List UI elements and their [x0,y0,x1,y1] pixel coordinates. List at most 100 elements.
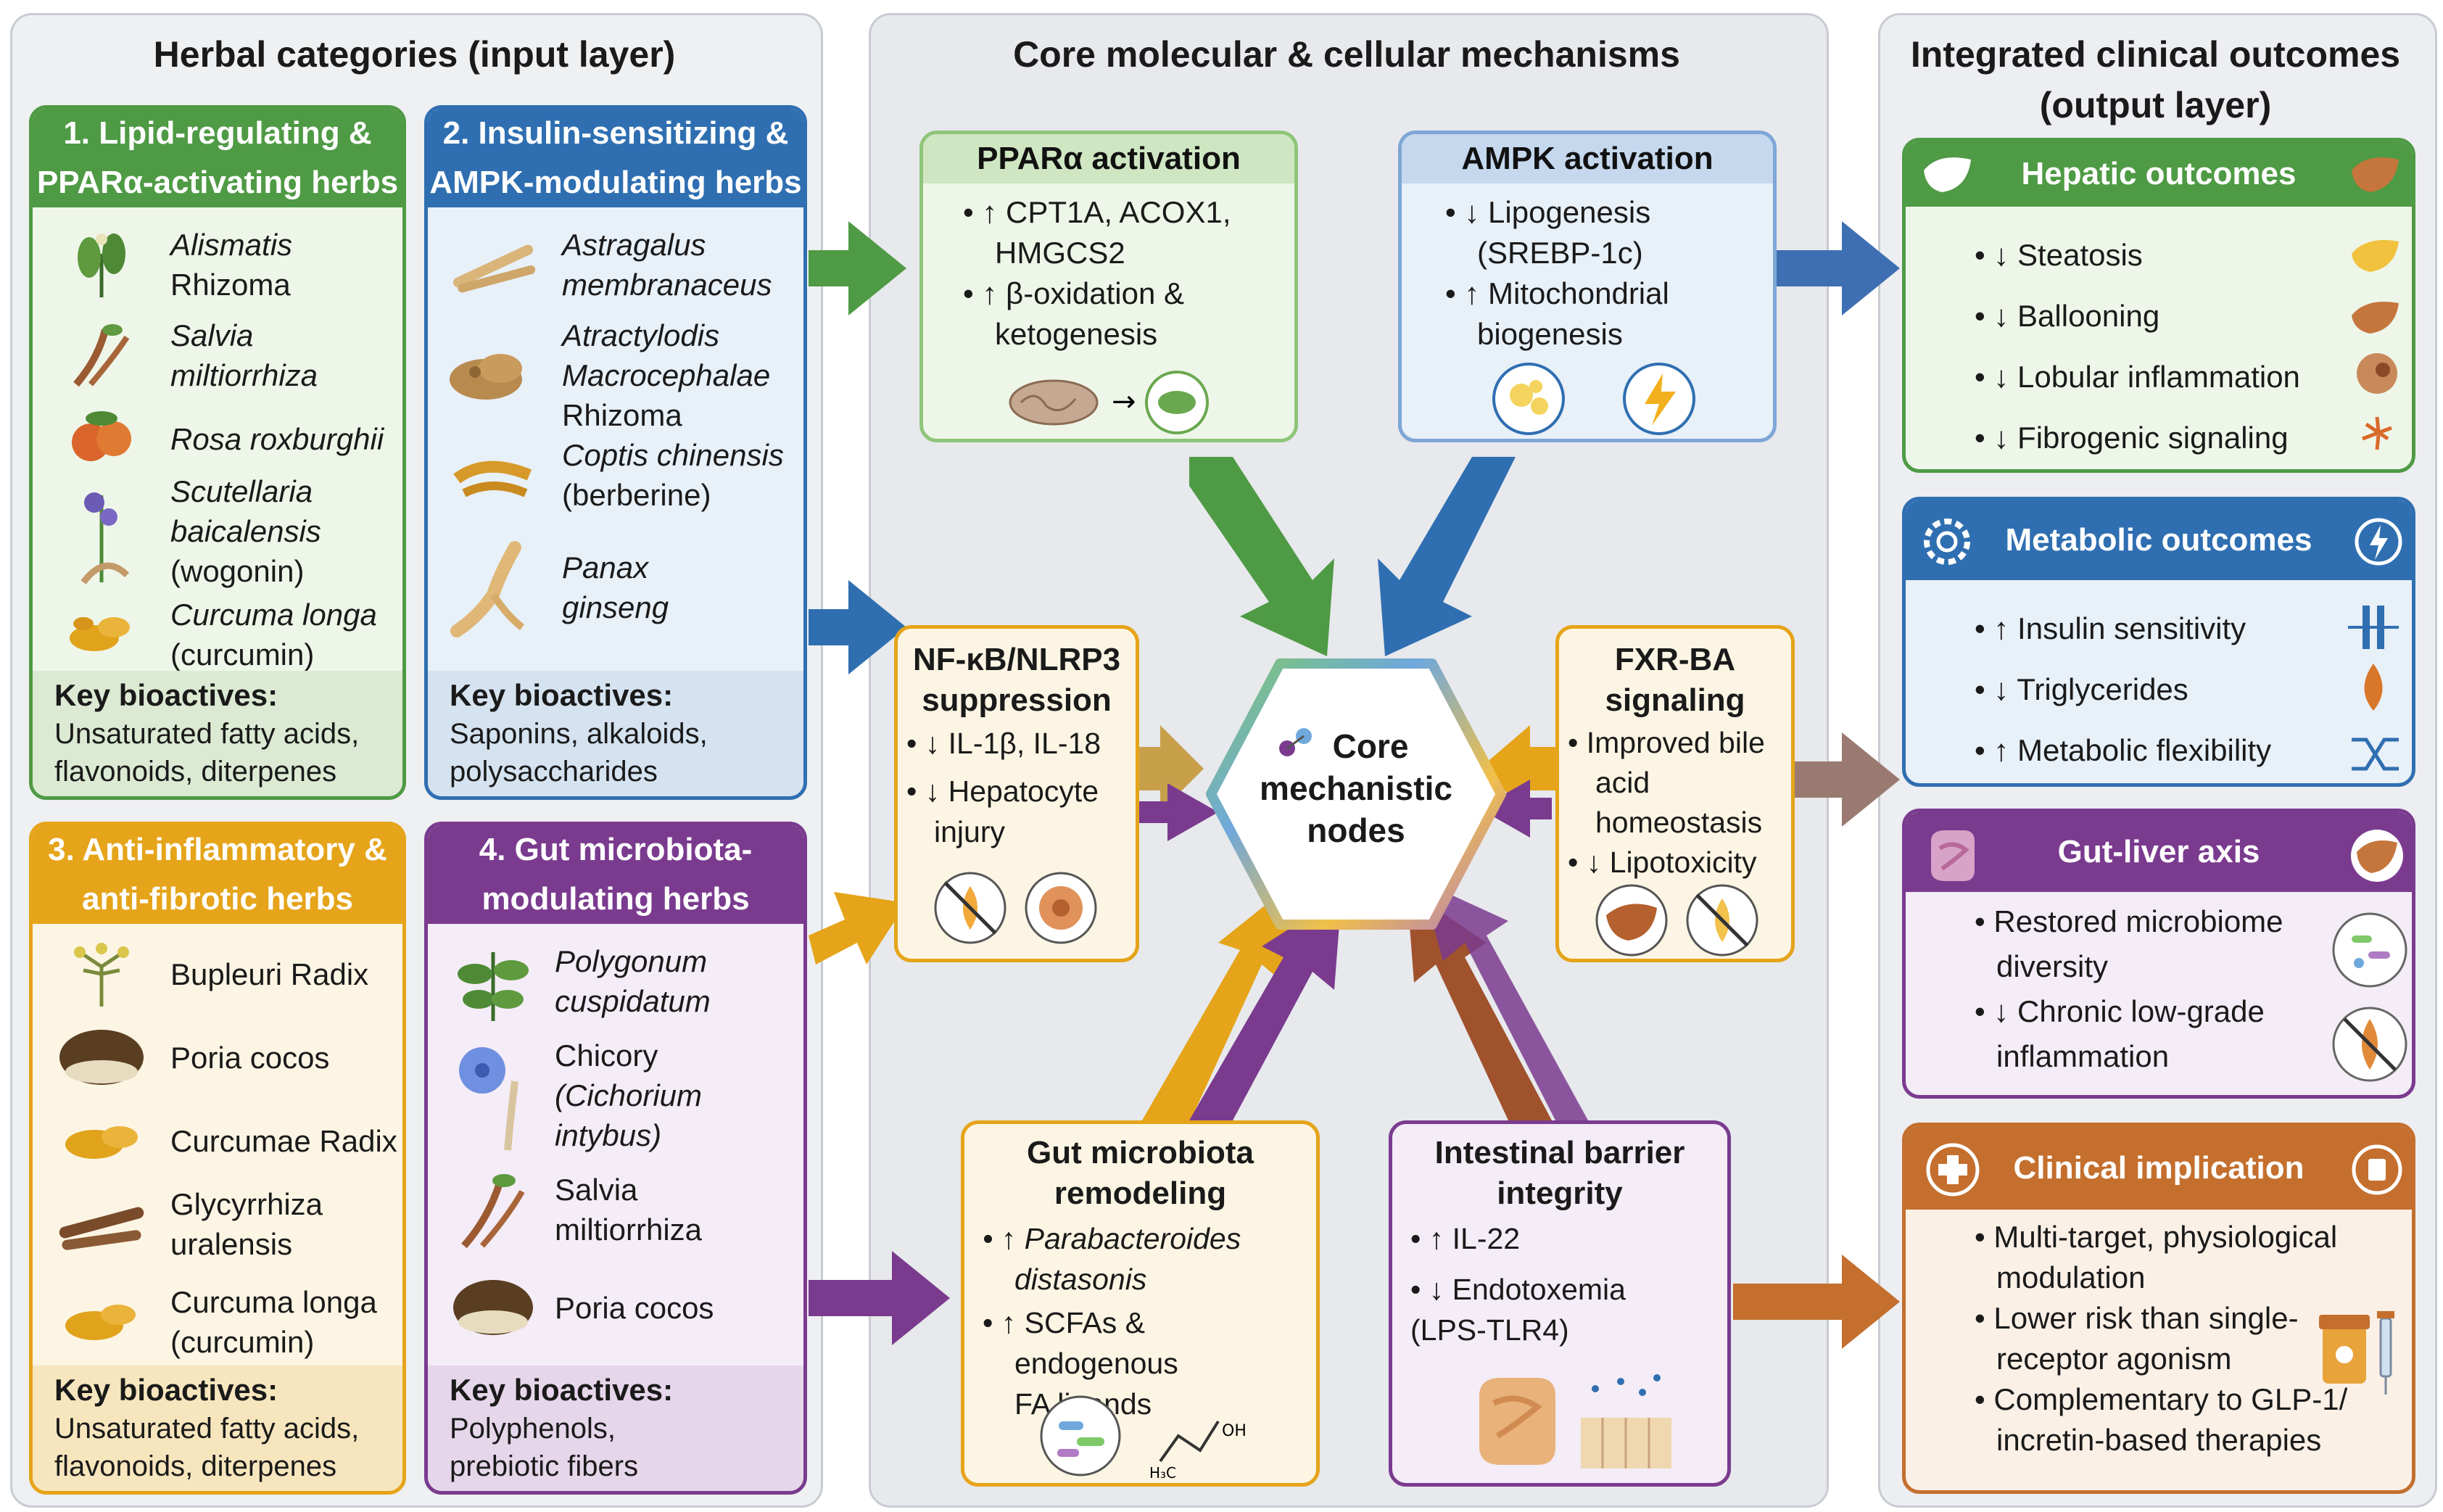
herb-name-line2: (curcumin) [170,1325,315,1359]
fxr-title: FXR-BA signaling [1559,640,1791,721]
herb-name-line2: (curcumin) [170,637,315,672]
gut-liver-bullet-1: • Restored microbiome [1975,904,2283,938]
arrow-purple-to-gut [809,1251,950,1345]
fxr-bullet-1: • Improved bile [1568,726,1765,759]
herb-box-4-title-line2: modulating herbs [481,881,750,917]
ampk-bullet-1: • ↓ Lipogenesis [1445,195,1651,229]
mechanism-fxr-ba-signaling: FXR-BA signaling • Improved bile acid ho… [1555,625,1795,962]
herb-item-curcuma: Curcuma longa (curcumin) [62,595,377,674]
fxr-bullet-2: • ↓ Lipotoxicity [1568,846,1757,879]
arrow-ampk-to-core [1378,457,1516,656]
clinical-bullet-2: • Lower risk than single- [1975,1301,2299,1335]
herb-box-3-title-line1: 3. Anti-inflammatory & [48,832,387,867]
herb-name-line3: Rhizoma [562,398,682,432]
key-bioactives-line1: Saponins, alkaloids, [450,718,708,750]
liver-icon [2352,157,2399,192]
key-bioactives-label: Key bioactives: [450,678,674,712]
herb-box-1-title-line1: 1. Lipid-regulating & [63,115,372,151]
key-bioactives-4: Key bioactives: Polyphenols, prebiotic f… [428,1366,803,1491]
herb-box-4-header: 4. Gut microbiota- modulating herbs [428,825,803,924]
fat-droplets-and-energy-icon [1492,363,1695,435]
herb-name: Panax [562,550,649,584]
center-column-title: Core molecular & cellular mechanisms [1013,34,1680,75]
svg-text:OH: OH [1222,1422,1247,1440]
salvia-root-icon [461,1174,525,1249]
outcome-clinical-implication: Clinical implication • Multi-target, phy… [1902,1123,2415,1494]
gut-liver-bullet-1-cont: diversity [1996,949,2109,983]
clinical-bullet-3: • Complementary to GLP-1/ [1975,1382,2348,1416]
herb-item-poria-2: Poria cocos [450,1268,714,1347]
nfkb-title-line2: suppression [922,682,1112,718]
hepatic-item-ballooning: • ↓ Ballooning [1975,299,2160,333]
herb-name: Alismatis [170,228,293,262]
key-bioactives-line2: flavonoids, diterpenes [54,756,337,788]
herb-item-rosa: Rosa roxburghii [62,402,384,475]
barrier-title-line2: integrity [1497,1176,1623,1211]
receptor-drop-shuffle-icons [2348,606,2399,771]
herb-name-line2: (berberine) [562,478,711,512]
poria-icon [59,1030,144,1085]
barrier-bullets: • ↑ IL-22 • ↓ Endotoxemia (LPS-TLR4) [1410,1218,1626,1350]
herb-name: Curcuma longa [170,1285,377,1319]
hepatic-item-steatosis: • ↓ Steatosis [1975,238,2143,272]
right-column-title: Integrated clinical outcomes (output lay… [1878,29,2433,131]
fxr-title-line1: FXR-BA [1614,642,1736,677]
key-bioactives-3: Key bioactives: Unsaturated fatty acids,… [33,1366,402,1491]
curcumae-icon [65,1126,138,1159]
nfkb-bullet-1: • ↓ IL-1β, IL-18 [906,727,1101,760]
gut-bullet-1: • ↑ Parabacteroides [983,1218,1316,1259]
outcome-hepatic: Hepatic outcomes • ↓ Steatosis • ↓ Ballo… [1902,138,2415,473]
arrow-fxr-to-metabolic [1795,732,1900,827]
key-bioactives-line1: Polyphenols, [450,1413,616,1445]
gut-remodeling-bullets: • ↑ Parabacteroides distasonis • ↑ SCFAs… [983,1218,1316,1424]
clinical-bullet-1-cont: modulation [1996,1260,2146,1294]
core-line3: nodes [1307,811,1405,849]
liver-and-no-lipid-icon [1595,884,1758,957]
metabolic-item-triglycerides: • ↓ Triglycerides [1975,672,2188,706]
herb-name: Curcuma longa [170,598,377,632]
polygonum-icon [458,952,529,1021]
herb-box-3-title-line2: anti-fibrotic herbs [81,881,354,917]
liver-icon [1924,157,1971,192]
arrow-ampk-to-hepatic [1773,221,1900,315]
herb-name: Curcumae Radix [170,1123,397,1158]
herb-name: Bupleuri Radix [170,957,369,991]
herb-name: Coptis chinensis [562,438,784,472]
clinical-bullet-2-cont: receptor agonism [1996,1342,2232,1376]
metabolic-item-flexibility: • ↑ Metabolic flexibility [1975,733,2272,767]
herb-name: Rosa roxburghii [170,421,384,456]
outcome-gut-liver-axis: Gut-liver axis • Restored microbiome div… [1902,809,2415,1099]
herb-item-coptis: Coptis chinensis (berberine) [442,435,784,515]
chicory-icon [459,1046,518,1150]
gut-title-line1: Gut microbiota [1027,1135,1254,1170]
no-inflammation-and-hepatocyte-icon [934,872,1097,944]
herb-box-lipid-regulating: 1. Lipid-regulating & PPARα-activating h… [29,105,406,800]
barrier-title: Intestinal barrier integrity [1392,1133,1727,1214]
arrow-fxr-to-core [1479,725,1559,812]
herb-item-curcuma-longa: Curcuma longa (curcumin) [54,1282,377,1362]
core-line1: Core [1332,727,1409,765]
key-bioactives-label: Key bioactives: [450,1373,674,1407]
mechanism-gut-microbiota-remodeling: Gut microbiota remodeling • ↑ Parabacter… [961,1120,1320,1487]
nfkb-bullet-2: • ↓ Hepatocyte [906,774,1099,808]
salvia-root-icon [73,324,130,387]
ampk-bullet-2: • ↑ Mitochondrial [1445,276,1669,310]
metabolic-item-insulin: • ↑ Insulin sensitivity [1975,611,2246,645]
clinical-bullet-3-cont: incretin-based therapies [1996,1423,2322,1457]
herb-box-1-header: 1. Lipid-regulating & PPARα-activating h… [33,109,402,207]
metabolic-header: Metabolic outcomes [1906,500,2412,580]
arrow-nfkb-to-core [1128,725,1204,812]
intestine-and-barrier-icon [1479,1374,1671,1468]
mechanism-ppar-activation: PPARα activation • ↑ CPT1A, ACOX1, HMGCS… [919,131,1298,442]
energy-cycle-icon [2355,518,2402,566]
arrow-barrier-to-core-2 [1421,881,1588,1120]
key-bioactives-line2: prebiotic fibers [450,1450,639,1482]
mechanism-nfkb-suppression: NF-κB/NLRP3 suppression • ↓ IL-1β, IL-18… [894,625,1139,962]
herb-name-line2: (Cichorium [555,1078,703,1112]
gear-icon [1924,519,1970,565]
